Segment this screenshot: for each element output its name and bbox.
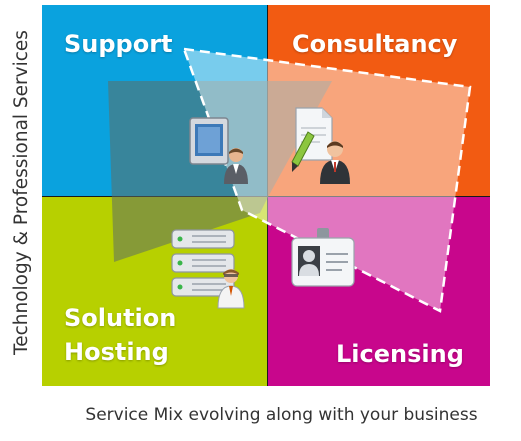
licensing-label: Licensing — [336, 340, 464, 368]
user-icon — [224, 148, 248, 184]
y-axis-title: Technology & Professional Services — [0, 0, 42, 385]
x-axis-title: Service Mix evolving along with your bus… — [42, 400, 521, 430]
support-label: Support — [64, 30, 173, 58]
current-mix-shape — [108, 81, 332, 262]
solution-label: Solution — [64, 304, 177, 332]
id-badge-icon — [291, 228, 355, 287]
x-axis-label: Service Mix evolving along with your bus… — [85, 405, 478, 425]
consultant-user-icon — [320, 141, 350, 184]
server-stack-icon — [171, 229, 235, 297]
licensing-quadrant — [268, 197, 490, 386]
service-mix-quadrant-grid — [42, 5, 490, 386]
y-axis-label: Technology & Professional Services — [10, 30, 32, 355]
monitor-icon — [189, 117, 229, 165]
consultancy-label: Consultancy — [292, 30, 458, 58]
technician-icon — [217, 269, 245, 309]
pen-icon — [291, 131, 315, 172]
hosting-label: Hosting — [64, 338, 169, 366]
